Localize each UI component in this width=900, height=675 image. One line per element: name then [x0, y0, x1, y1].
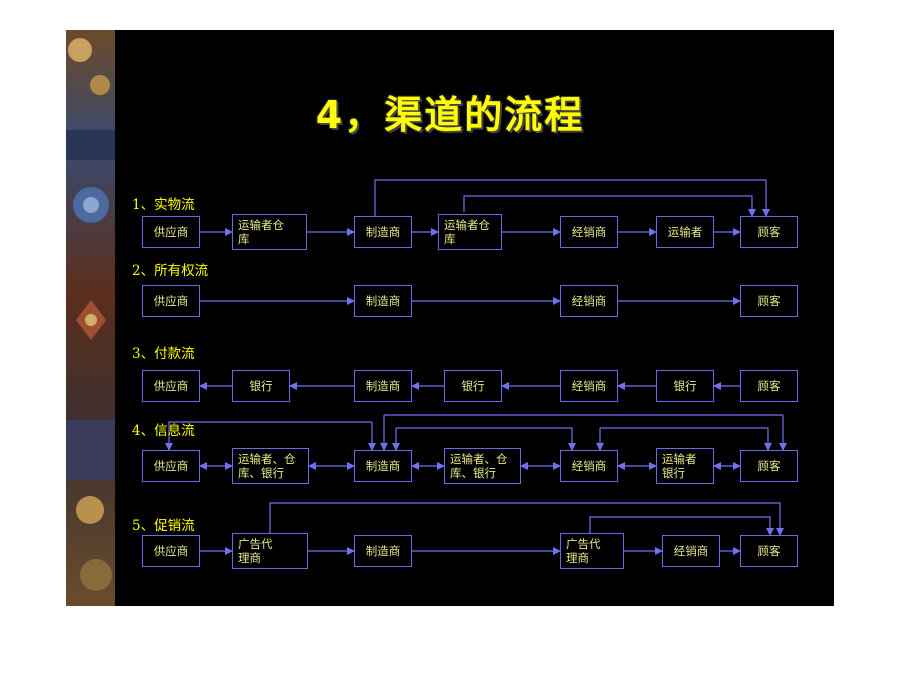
row-label-3: 3、付款流 — [132, 346, 195, 362]
flow-box-r1-4: 运输者仓 库 — [438, 214, 502, 250]
flow-box-r3-3: 制造商 — [354, 370, 412, 402]
flow-box-r5-6: 顾客 — [740, 535, 798, 567]
flow-box-r1-5: 经销商 — [560, 216, 618, 248]
flow-box-r1-3: 制造商 — [354, 216, 412, 248]
flow-box-r3-4: 银行 — [444, 370, 502, 402]
connector-7 — [374, 179, 770, 217]
flow-box-r4-1: 供应商 — [142, 450, 200, 482]
flow-connectors — [165, 179, 787, 555]
flow-box-r4-2: 运输者、仓 库、银行 — [232, 448, 309, 484]
connector-24 — [165, 421, 372, 451]
decorative-sidebar-image — [66, 30, 115, 606]
flow-box-r3-5: 经销商 — [560, 370, 618, 402]
flow-box-r2-4: 顾客 — [740, 285, 798, 317]
flow-box-r5-2: 广告代 理商 — [232, 533, 308, 569]
flow-box-r1-1: 供应商 — [142, 216, 200, 248]
flow-box-r3-7: 顾客 — [740, 370, 798, 402]
flow-box-r3-6: 银行 — [656, 370, 714, 402]
connector-29 — [396, 427, 576, 451]
row-label-1: 1、实物流 — [132, 197, 195, 213]
flow-box-r1-7: 顾客 — [740, 216, 798, 248]
flow-box-r1-2: 运输者仓 库 — [232, 214, 307, 250]
flow-box-r5-4: 广告代 理商 — [560, 533, 624, 569]
flow-box-r3-2: 银行 — [232, 370, 290, 402]
row-label-2: 2、所有权流 — [132, 263, 209, 279]
flow-box-r5-3: 制造商 — [354, 535, 412, 567]
connector-8 — [463, 195, 756, 217]
flow-box-r1-6: 运输者 — [656, 216, 714, 248]
flow-box-r2-1: 供应商 — [142, 285, 200, 317]
flow-box-r4-6: 运输者 银行 — [656, 448, 714, 484]
flow-box-r4-4: 运输者、仓 库、银行 — [444, 448, 521, 484]
connector-31 — [600, 427, 772, 451]
row-label-4: 4、信息流 — [132, 423, 195, 439]
flow-box-r5-1: 供应商 — [142, 535, 200, 567]
row-label-5: 5、促销流 — [132, 518, 195, 534]
flow-box-r3-1: 供应商 — [142, 370, 200, 402]
flow-box-r2-2: 制造商 — [354, 285, 412, 317]
slide-title: 4，渠道的流程 — [315, 93, 585, 137]
connector-38 — [269, 502, 784, 536]
flow-box-r4-3: 制造商 — [354, 450, 412, 482]
flow-box-r4-7: 顾客 — [740, 450, 798, 482]
connector-39 — [589, 516, 774, 536]
flow-box-r2-3: 经销商 — [560, 285, 618, 317]
flow-box-r4-5: 经销商 — [560, 450, 618, 482]
flow-box-r5-5: 经销商 — [662, 535, 720, 567]
